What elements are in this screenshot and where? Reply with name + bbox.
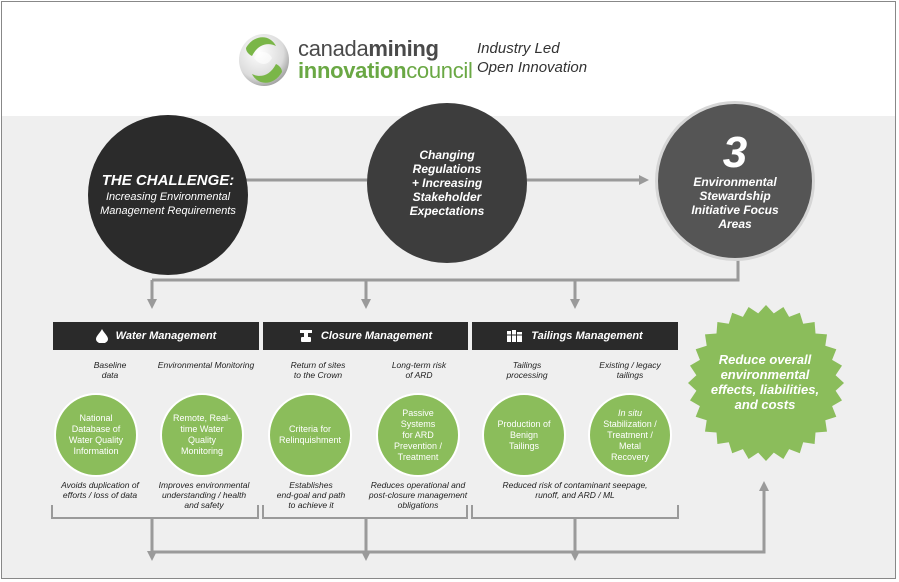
water-drop-icon bbox=[95, 329, 108, 343]
arrow-to-result bbox=[152, 481, 769, 554]
distribution-line bbox=[152, 258, 740, 282]
tailings-management-header: Tailings Management bbox=[472, 322, 678, 350]
closure-management-header: Closure Management bbox=[263, 322, 468, 350]
result-text: Reduce overall environmental effects, li… bbox=[710, 352, 820, 412]
outcome-reduced-risk: Reduced risk of contaminant seepage,runo… bbox=[502, 480, 648, 500]
water-management-header: Water Management bbox=[53, 322, 259, 350]
valve-icon bbox=[299, 330, 312, 342]
books-icon bbox=[507, 330, 523, 342]
tagline: Industry Led Open Innovation bbox=[477, 40, 588, 76]
changing-regulations-circle: Changing Regulations + Increasing Stakeh… bbox=[367, 103, 527, 263]
challenge-circle: THE CHALLENGE: Increasing Environmental … bbox=[88, 115, 248, 275]
cmic-logo-text: canadamining innovationcouncil bbox=[298, 36, 473, 83]
result-starburst bbox=[688, 305, 844, 461]
cmic-logo-icon bbox=[239, 34, 289, 86]
focus-areas-circle: 3 Environmental Stewardship Initiative F… bbox=[655, 101, 815, 261]
label-environmental-monitoring: Environmental Monitoring bbox=[157, 360, 255, 370]
